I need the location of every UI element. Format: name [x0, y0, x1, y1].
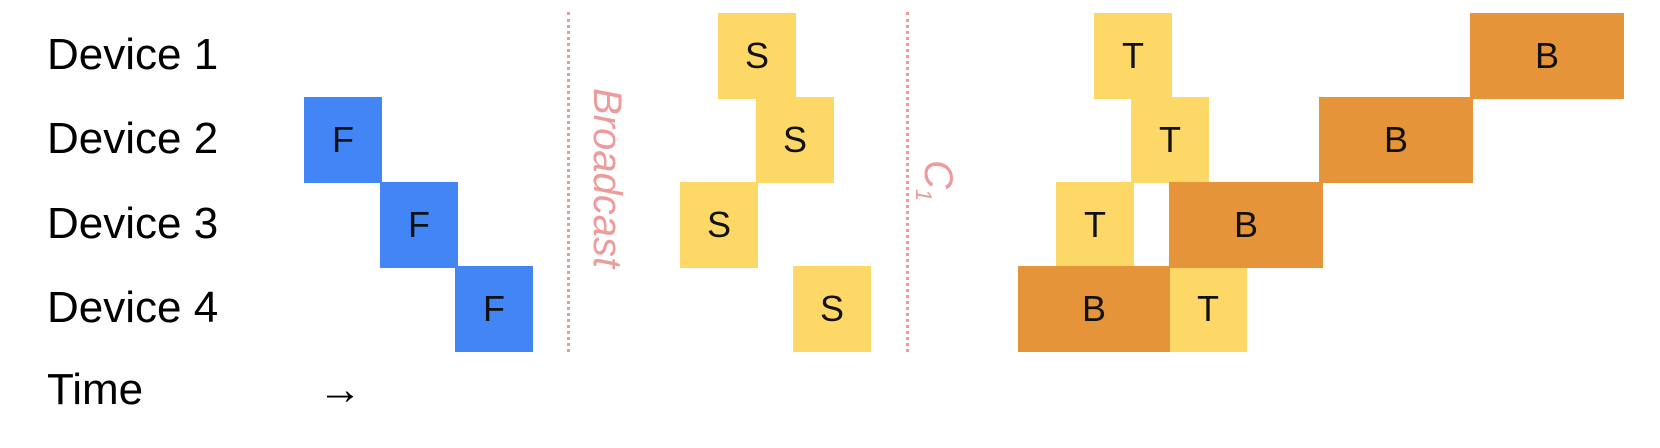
forward-block-device-3: F — [380, 182, 458, 268]
row-label-device-2: Device 2 — [47, 114, 219, 163]
c1-label-subscript: 1 — [911, 188, 936, 202]
b-block-device-2: B — [1319, 97, 1473, 183]
broadcast-divider — [567, 12, 570, 352]
s-block-device-1: S — [718, 13, 796, 99]
time-arrow-icon: → — [318, 365, 362, 414]
c1-divider — [906, 12, 909, 352]
s-block-device-3: S — [680, 182, 758, 268]
row-label-device-3: Device 3 — [47, 199, 219, 248]
t-block-device-2: T — [1131, 97, 1209, 183]
broadcast-label: Broadcast — [585, 88, 629, 269]
t-block-device-1: T — [1094, 13, 1172, 99]
row-label-device-4: Device 4 — [47, 283, 219, 332]
forward-block-device-2: F — [304, 97, 382, 183]
forward-block-device-4: F — [455, 266, 533, 352]
b-block-device-4: B — [1018, 266, 1170, 352]
c1-label-main: C — [916, 160, 960, 189]
t-block-device-4: T — [1169, 266, 1247, 352]
t-block-device-3: T — [1056, 182, 1134, 268]
row-label-device-1: Device 1 — [47, 30, 219, 79]
c1-label: C1 — [910, 160, 960, 201]
b-block-device-3: B — [1169, 182, 1323, 268]
s-block-device-2: S — [756, 97, 834, 183]
s-block-device-4: S — [793, 266, 871, 352]
row-label-time: Time — [47, 365, 144, 414]
b-block-device-1: B — [1470, 13, 1624, 99]
